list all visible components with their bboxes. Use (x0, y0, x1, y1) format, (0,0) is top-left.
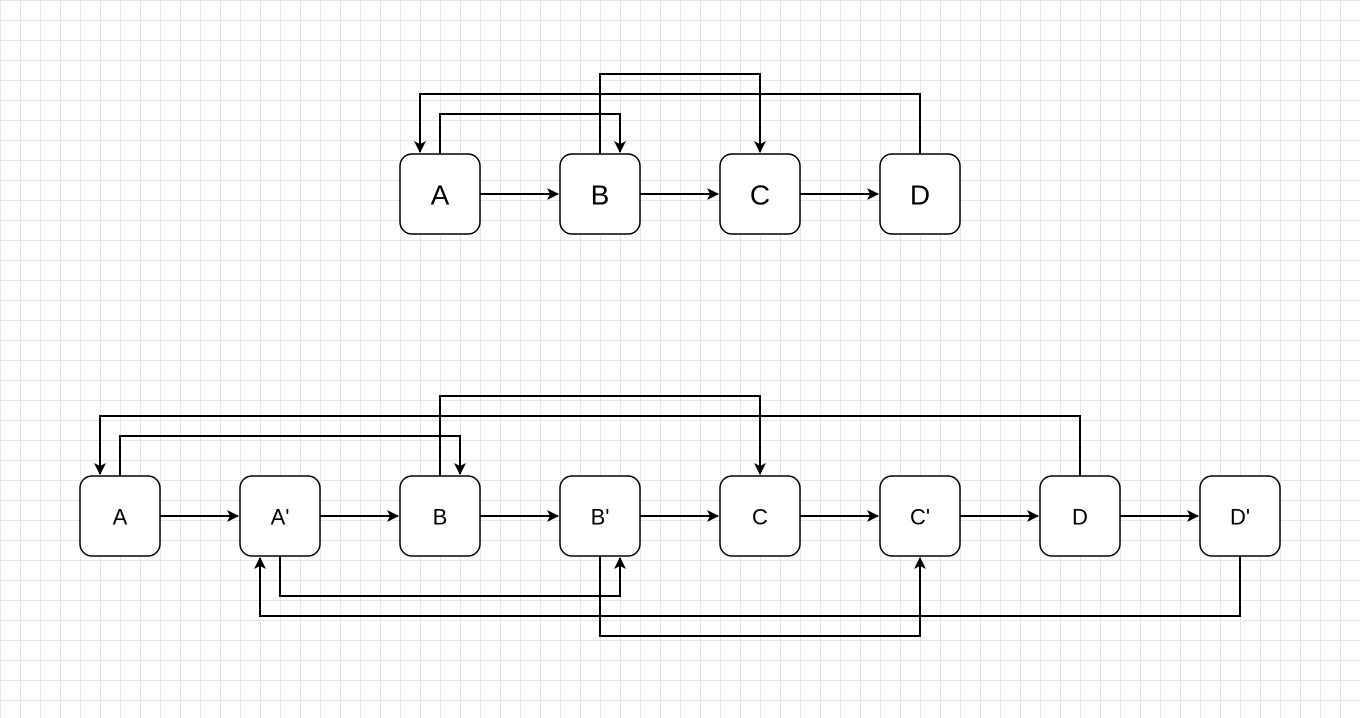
node-label: D (910, 180, 930, 211)
node-label: D (1072, 505, 1088, 530)
node-label: C (750, 180, 770, 211)
top-node-a[interactable]: A (399, 153, 481, 235)
bottom-node-d-prime[interactable]: D' (1199, 475, 1281, 557)
bottom-node-b[interactable]: B (399, 475, 481, 557)
node-label: C (752, 505, 768, 530)
bottom-node-c-prime[interactable]: C' (879, 475, 961, 557)
bottom-edge-dprime-aprime-back (254, 556, 1241, 617)
bottom-edge-b-c-skip (439, 395, 766, 476)
node-label: A' (271, 505, 290, 530)
bottom-node-a[interactable]: A (79, 475, 161, 557)
bottom-node-b-prime[interactable]: B' (559, 475, 641, 557)
top-diagram-edges (414, 73, 921, 200)
bottom-diagram-edges (94, 395, 1241, 637)
node-label: B' (591, 505, 610, 530)
bottom-node-c[interactable]: C (719, 475, 801, 557)
node-label: D' (1230, 505, 1250, 530)
top-edge-a-b-skip (439, 113, 626, 154)
top-edge-d-a-back (414, 93, 921, 154)
node-label: B (591, 180, 610, 211)
top-node-c[interactable]: C (719, 153, 801, 235)
bottom-edge-a-b-skip (119, 435, 466, 476)
node-label: B (433, 505, 448, 530)
top-edge-b-c-skip (599, 73, 766, 154)
top-node-d[interactable]: D (879, 153, 961, 235)
node-label: C' (910, 505, 930, 530)
bottom-node-a-prime[interactable]: A' (239, 475, 321, 557)
bottom-node-d[interactable]: D (1039, 475, 1121, 557)
bottom-edge-aprime-bprime-skip (279, 556, 626, 597)
bottom-edge-bprime-cprime-skip (599, 556, 926, 637)
bottom-edge-d-a-back (94, 415, 1081, 476)
node-label: A (113, 505, 128, 530)
node-label: A (431, 180, 450, 211)
top-node-b[interactable]: B (559, 153, 641, 235)
